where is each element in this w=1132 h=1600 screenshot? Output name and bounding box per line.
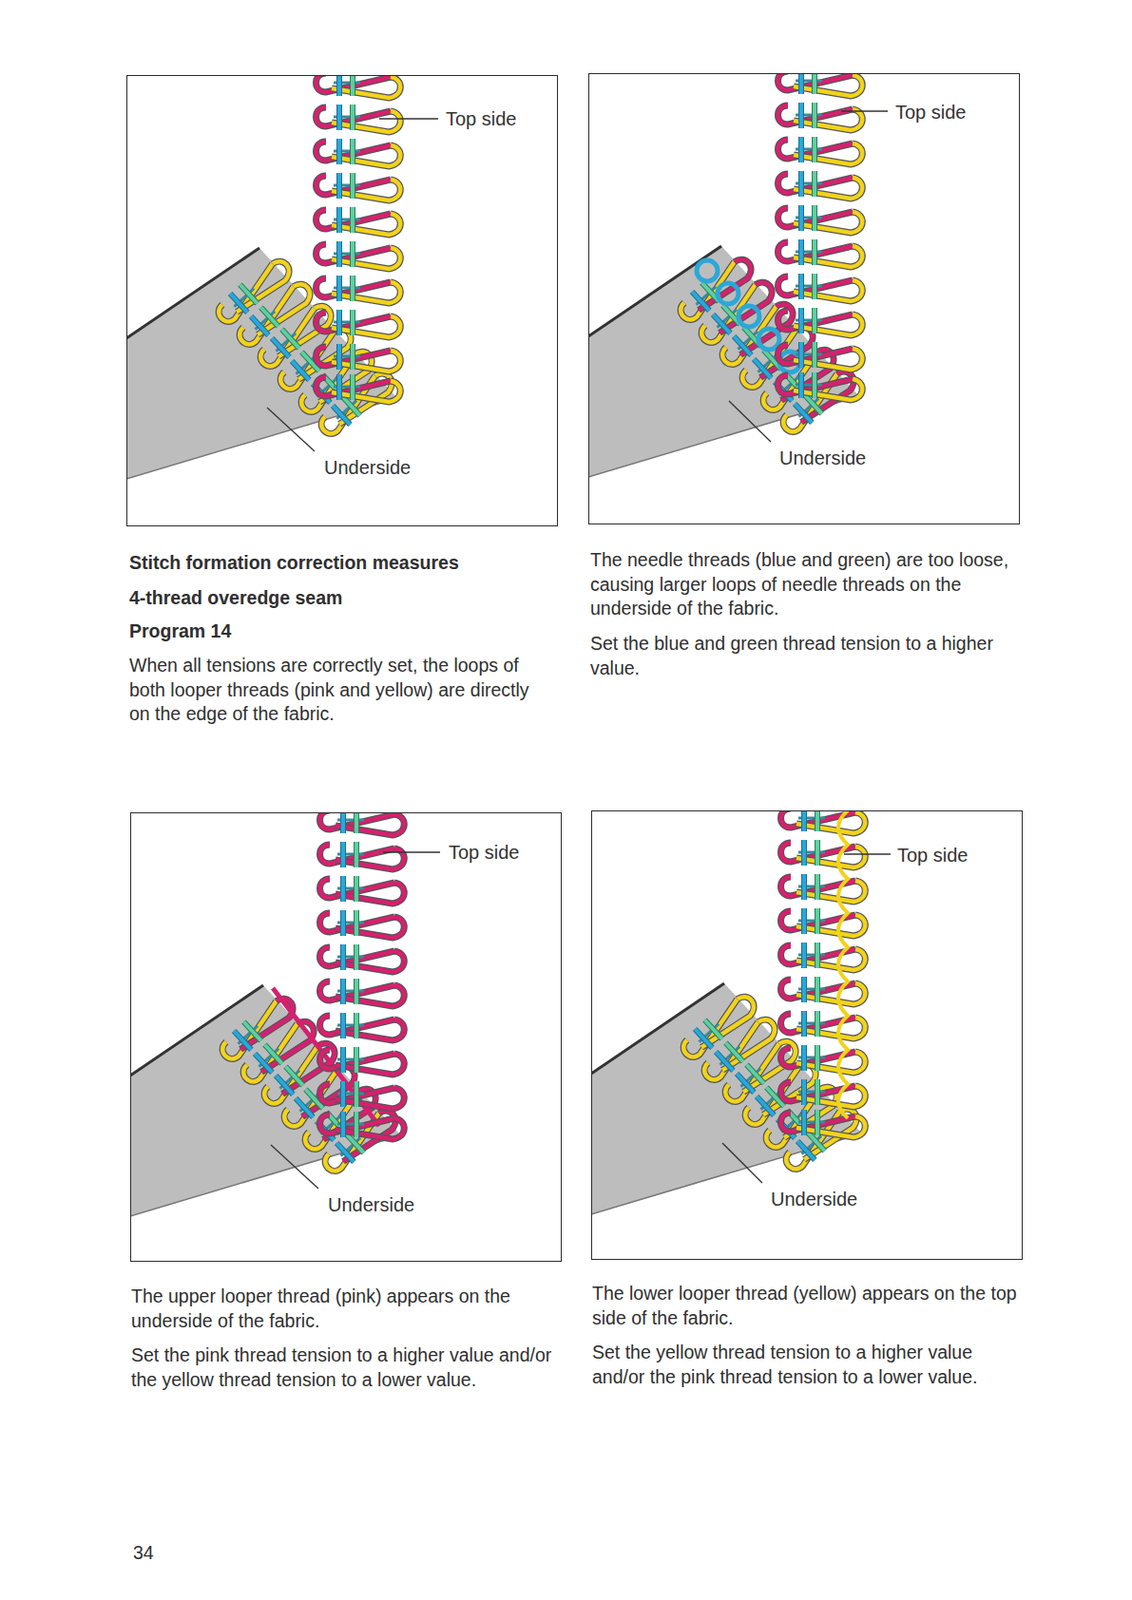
illustration-frame: Top sideUnderside [588,73,1020,525]
subheading: 4-thread overedge seam [129,586,548,612]
side-label: Underside [770,1188,858,1211]
body-text: Set the blue and green thread tension to… [590,632,1018,681]
side-label: Top side [445,107,518,131]
side-label: Underside [779,446,866,470]
side-label: Underside [327,1193,415,1217]
body-text: The upper looper thread (pink) appears o… [131,1285,559,1334]
body-text: The lower looper thread (yellow) appears… [592,1282,1020,1331]
side-label: Top side [895,100,967,124]
side-label: Underside [324,456,411,480]
subheading: Program 14 [129,619,548,645]
heading: Stitch formation correction measures [129,551,557,576]
page-number: 34 [133,1541,191,1567]
body-text: The needle threads (blue and green) are … [590,548,1018,622]
illustration-frame: Top sideUnderside [130,812,562,1263]
illustration-frame: Top sideUnderside [591,810,1023,1261]
body-text: When all tensions are correctly set, the… [129,653,548,728]
body-text: Set the yellow thread tension to a highe… [592,1341,1020,1390]
body-text: Set the pink thread tension to a higher … [131,1343,559,1393]
illustration-frame: Top sideUnderside [126,75,558,527]
side-label: Top side [448,841,520,864]
side-label: Top side [897,844,969,867]
